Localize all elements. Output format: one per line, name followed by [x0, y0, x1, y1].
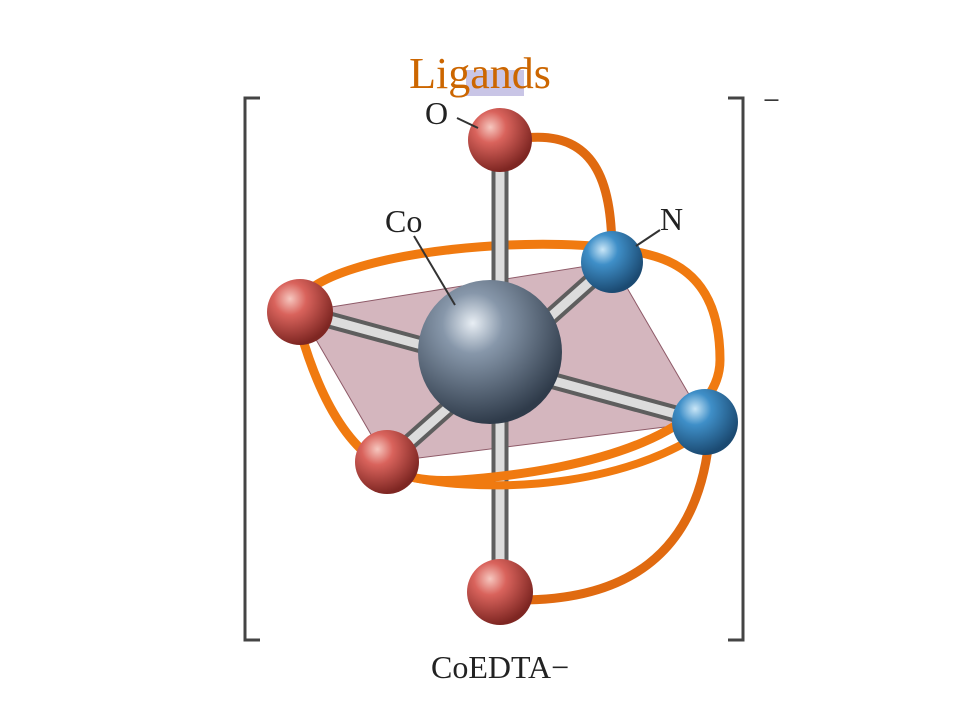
oxygen-atom-lower-left: [355, 430, 419, 494]
cobalt-label: Co: [385, 203, 422, 239]
nitrogen-leader-line: [635, 229, 661, 247]
cobalt-leader-line: [413, 235, 456, 306]
charge-label: −: [763, 84, 780, 117]
oxygen-atom-top: [468, 108, 532, 172]
oxygen-label: O: [425, 95, 448, 131]
nitrogen-label: N: [660, 201, 683, 237]
slide-title: Ligands: [409, 49, 551, 98]
oxygen-leader-line: [456, 117, 479, 129]
oxygen-atom-left: [267, 279, 333, 345]
cobalt-atom: [418, 280, 562, 424]
left-bracket: [243, 96, 260, 642]
nitrogen-atom-right: [672, 389, 738, 455]
ligand-loop-bottom: [519, 429, 715, 605]
caption-label: CoEDTA−: [431, 649, 569, 685]
oxygen-atom-bottom: [467, 559, 533, 625]
nitrogen-atom-upper: [581, 231, 643, 293]
ligand-ring-lower: [404, 436, 692, 490]
right-bracket: [728, 96, 745, 642]
title-highlight: [466, 70, 524, 96]
